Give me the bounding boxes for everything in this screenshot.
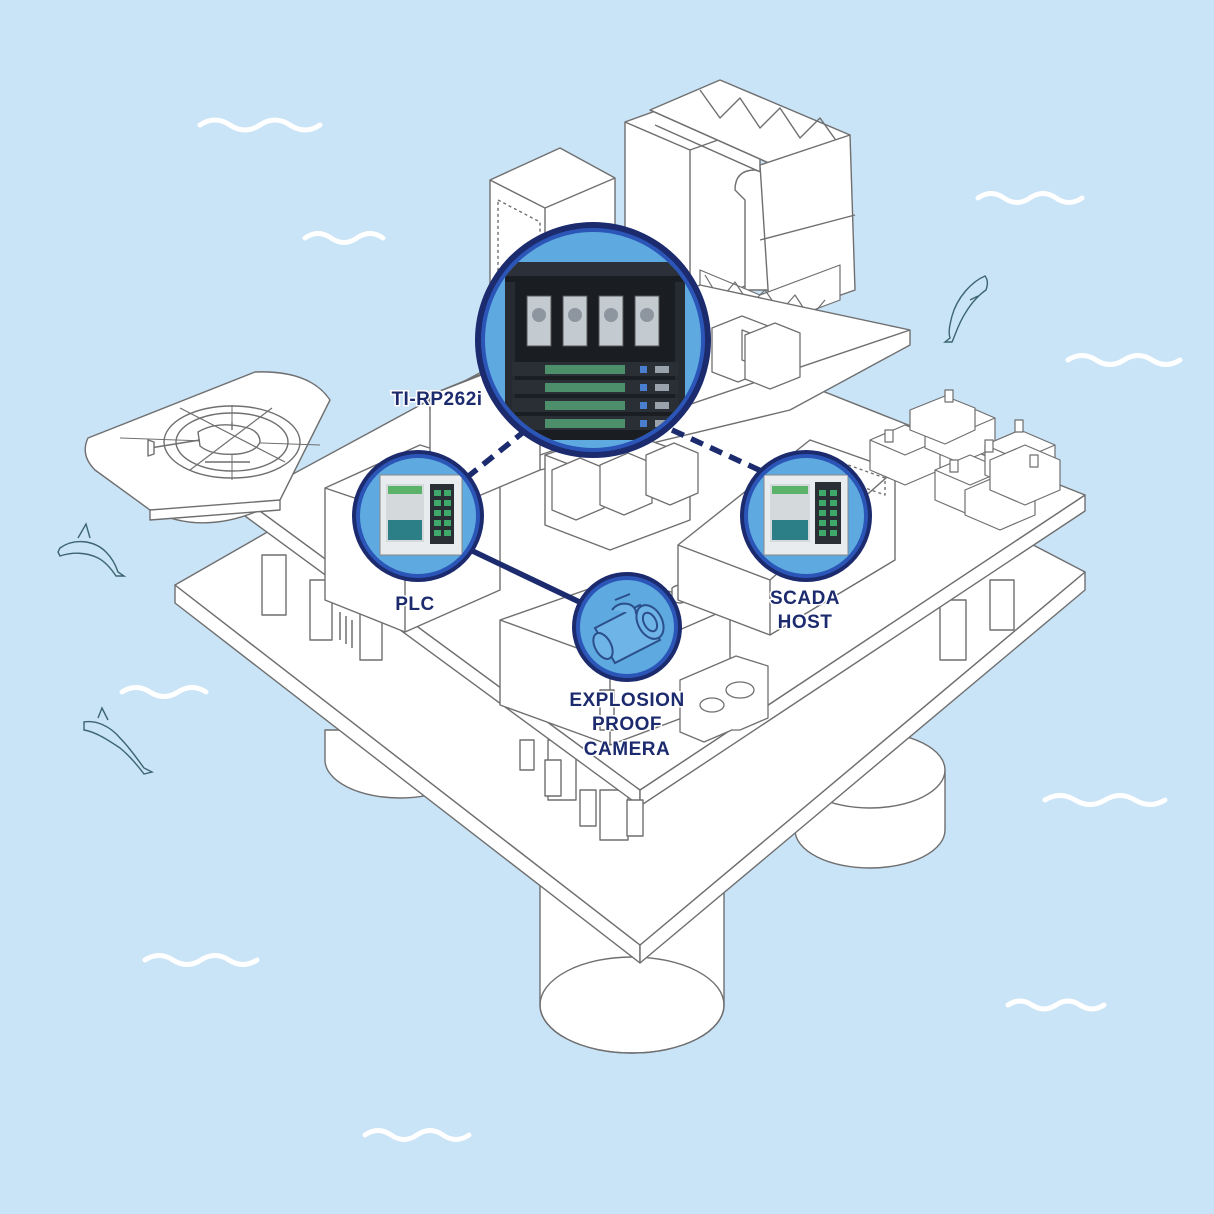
rack-label: TI-RP262i (391, 389, 482, 410)
camera-label-line2: PROOF (592, 714, 662, 735)
wave (362, 1128, 472, 1142)
scada-label-line2: HOST (778, 612, 833, 633)
explosion-proof-camera-icon (592, 593, 665, 665)
dashed-link-rack-scada (670, 427, 772, 478)
dolphin-icon (943, 275, 989, 343)
camera-label-line1: EXPLOSION (569, 690, 684, 711)
wave (197, 117, 323, 133)
switch-units (512, 362, 678, 430)
rack-callout (475, 222, 711, 458)
wave (142, 953, 260, 967)
labels: TI-RP262i PLC SCADA HOST EXPLOSION PROOF… (390, 388, 841, 762)
din-rail-switch-icon (379, 474, 463, 556)
waves (119, 117, 1183, 1142)
wave (975, 191, 1085, 205)
wave (1005, 998, 1107, 1012)
dolphin-icon (83, 706, 155, 775)
scada-callout (740, 450, 872, 582)
wave (119, 685, 209, 699)
plc-label: PLC (395, 594, 435, 615)
power-supply-modules (526, 295, 660, 347)
plc-callout (352, 450, 484, 582)
dolphin-icon (57, 522, 127, 577)
camera-callout (572, 572, 682, 682)
wave (302, 231, 386, 245)
link-plc-camera (458, 542, 592, 610)
scada-label-line1: SCADA (770, 588, 840, 609)
wave (1042, 793, 1168, 807)
wave (1065, 353, 1183, 367)
din-rail-switch-icon (763, 474, 849, 556)
camera-label-line3: CAMERA (584, 739, 670, 760)
helicopter-icon (147, 407, 286, 471)
network-rack-icon (485, 232, 701, 448)
